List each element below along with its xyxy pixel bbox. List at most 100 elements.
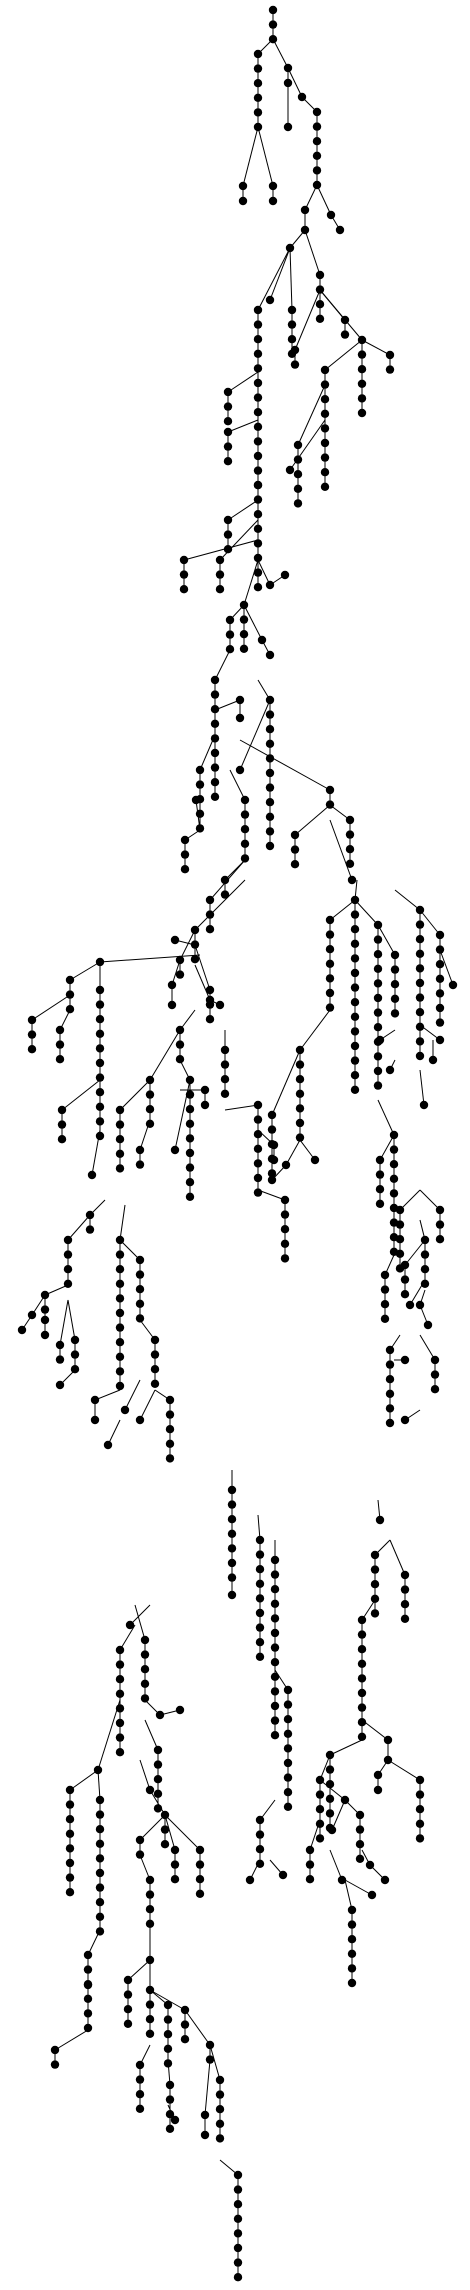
tree-node [115,1675,125,1684]
tree-edge [214,699,241,711]
tree-node [239,600,249,610]
tree-node [415,1022,425,1031]
tree-node [165,2124,175,2133]
tree-node [390,994,400,1003]
tree-node [415,1037,425,1046]
tree-node [135,1850,145,1859]
tree-node [27,1045,37,1054]
tree-node [253,320,263,329]
tree-edge [227,499,259,521]
tree-edge [439,949,454,986]
tree-node [223,545,233,554]
tree-node [420,1265,430,1274]
tree-node [283,1685,293,1695]
tree-edge [354,899,379,926]
tree-node [140,1635,150,1645]
tree-node [287,335,297,344]
tree-node [205,2040,215,2050]
tree-node [27,1310,37,1320]
tree-node [95,1839,105,1849]
tree-node [293,499,303,508]
tree-node [270,1672,280,1682]
tree-node [145,1890,155,1899]
tree-node [205,2055,215,2064]
tree-node [145,1919,155,1929]
tree-node [55,1340,65,1350]
tree-node [65,1815,75,1824]
tree-node [140,1694,150,1703]
tree-node [325,1765,335,1774]
tree-node [205,910,215,919]
tree-edge [124,1379,141,1411]
tree-node [215,2134,225,2143]
tree-node [170,1860,180,1869]
tree-edge [344,1879,353,1911]
tree-edge [194,879,246,931]
tree-node [270,1658,280,1667]
tree-node [320,380,330,389]
tree-node [350,968,360,978]
tree-node [205,995,215,1005]
tree-node [373,950,383,959]
tree-node [83,1980,93,1990]
tree-node [365,1860,375,1870]
tree-node [233,2243,243,2253]
tree-node [315,314,325,323]
tree-node [375,1035,385,1045]
tree-node [253,1130,263,1139]
tree-node [95,1927,105,1936]
tree-node [257,635,267,645]
tree-node [57,1135,67,1144]
tree-node [253,437,263,446]
tree-node [290,845,300,854]
tree-edge [61,1079,101,1111]
tree-node [265,580,275,590]
tree-node [227,1485,237,1495]
tree-node [265,739,275,748]
tree-edge [99,954,201,963]
tree-node [253,64,263,73]
tree-node [179,570,189,579]
tree-node [415,920,425,929]
tree-node [90,1415,100,1425]
tree-node [95,1854,105,1863]
tree-node [205,1015,215,1024]
tree-node [253,79,263,88]
tree-node [435,1003,445,1013]
tree-node [270,1731,280,1740]
tree-node [253,349,263,358]
tree-node [253,93,263,103]
tree-node [295,1104,305,1113]
tree-node [325,959,335,968]
tree-edge [139,1389,156,1421]
tree-node [135,1285,145,1294]
tree-node [170,1875,180,1884]
tree-node [267,1175,277,1185]
tree-node [300,205,310,215]
tree-node [63,1235,73,1245]
tree-node [170,2115,180,2125]
tree-node [253,378,263,388]
tree-node [350,1027,360,1036]
tree-node [255,1608,265,1618]
tree-node [385,1389,395,1399]
tree-node [135,1145,145,1155]
tree-node [103,1440,113,1450]
tree-node [280,1195,290,1205]
tree-edge [285,1139,301,1166]
tree-node [373,993,383,1003]
tree-node [215,2090,225,2099]
tree-node [200,2130,210,2140]
tree-node [95,1912,105,1922]
tree-node [227,1590,237,1600]
tree-node [389,1145,399,1154]
tree-edge [209,2044,221,2081]
tree-node [165,1425,175,1434]
tree-node [435,930,445,940]
tree-node [115,1338,125,1347]
tree-node [253,1100,263,1110]
tree-node [350,1085,360,1095]
tree-node [312,122,322,131]
tree-node [160,1840,170,1849]
tree-node [115,1265,125,1274]
